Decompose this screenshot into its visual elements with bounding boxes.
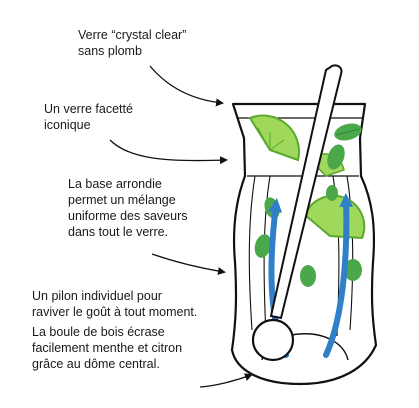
annotation-line: sans plomb [78,44,142,58]
annotation-line: Un verre facetté [44,102,133,116]
annotation-line: Un pilon individuel pour [32,289,162,303]
annotation-line: permet un mélange [68,193,176,207]
mint-leaf [300,265,316,287]
flow-arrow-right [323,193,354,358]
mint-leaf [254,234,272,258]
lime-slice [303,194,366,240]
annotation-faceted-glass: Un verre facetté iconique [44,101,133,133]
pointer-arrow-base [151,253,226,275]
mint-leaf [334,123,362,141]
pestle [251,64,343,362]
pointer-arrow-ball [199,373,253,388]
annotation-rounded-base: La base arrondie permet un mélange unifo… [68,176,188,240]
mint-leaf [327,144,345,170]
annotation-line: facilement menthe et citron [32,341,183,355]
annotation-line: grâce au dôme central. [32,357,160,371]
annotation-crystal-glass: Verre “crystal clear” sans plomb [78,27,186,59]
annotation-line: uniforme des saveurs [68,209,188,223]
annotation-line: La boule de bois écrase [32,325,165,339]
pointer-arrow-facet [109,139,228,165]
annotation-line: Verre “crystal clear” [78,28,187,42]
pointer-arrow-crystal [149,65,224,107]
mint-leaf [344,259,362,281]
annotation-line: iconique [44,118,91,132]
annotation-pestle: Un pilon individuel pour raviver le goût… [32,288,197,320]
annotation-line: raviver le goût à tout moment. [32,305,198,319]
annotation-line: dans tout le verre. [68,225,169,239]
annotation-line: La base arrondie [68,177,162,191]
annotation-wooden-ball: La boule de bois écrase facilement menth… [32,324,182,372]
mint-leaf [326,185,338,201]
lime-slice [248,114,300,162]
